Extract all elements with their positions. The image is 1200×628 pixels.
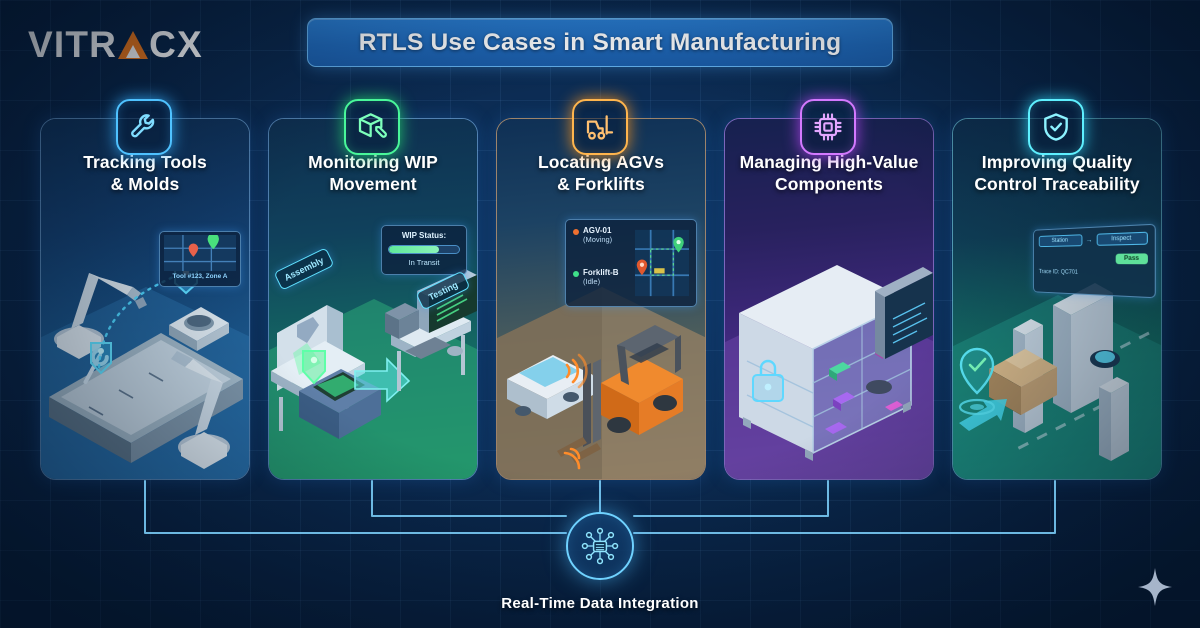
- hud-trace-arrow-icon: →: [1085, 236, 1093, 244]
- hud-asset-1-dot: [573, 229, 579, 235]
- hud-trace-caption: Trace ID: QC701: [1038, 269, 1078, 276]
- card-title-line2: Control Traceability: [974, 174, 1140, 195]
- hud-trace-node-1: Station: [1038, 234, 1082, 248]
- brand-logo: VITR CX: [28, 22, 203, 66]
- card-icon-badge-managing-components: [800, 99, 856, 155]
- hud-wip-status-title: WIP Status:: [401, 231, 447, 240]
- network-database-icon: [581, 527, 619, 565]
- hud-asset-2-state: (Idle): [583, 277, 601, 286]
- card-quality-traceability[interactable]: Improving Quality Control Traceability S…: [952, 118, 1162, 480]
- card-tracking-tools[interactable]: Tracking Tools & Molds Tool #123, Zone A: [40, 118, 250, 480]
- hud-wip-progress-track: [388, 245, 460, 254]
- card-title-managing-components: Managing High-Value Components: [725, 151, 933, 195]
- triangle-arrow-icon: [118, 29, 149, 59]
- card-title-locating-agvs: Locating AGVs & Forklifts: [497, 151, 705, 195]
- hud-map-label: Tool #123, Zone A: [172, 273, 228, 280]
- hub-node[interactable]: [566, 512, 634, 580]
- hub-caption: Real-Time Data Integration: [501, 595, 699, 612]
- hud-asset-2-name: Forklift-B: [583, 268, 619, 277]
- hud-asset-legend: AGV-01 (Moving) Forklift-B (Idle): [573, 226, 635, 300]
- wrench-icon: [131, 114, 155, 138]
- title-banner: RTLS Use Cases in Smart Manufacturing: [307, 18, 893, 67]
- hud-asset-tracker-panel: AGV-01 (Moving) Forklift-B (Idle): [565, 219, 697, 307]
- hud-tool-locator-map: Tool #123, Zone A: [159, 231, 241, 287]
- hud-trace-result-badge: Pass: [1115, 253, 1148, 265]
- card-illustration-managing-components: [725, 247, 933, 479]
- hud-wip-status-panel: WIP Status: In Transit: [381, 225, 467, 275]
- forklift-icon: [586, 115, 614, 140]
- page-title: RTLS Use Cases in Smart Manufacturing: [358, 28, 842, 56]
- hud-trace-node-2: Inspect: [1096, 231, 1148, 246]
- card-icon-badge-locating-agvs: [572, 99, 628, 155]
- brand-logo-text: VITR CX: [28, 26, 203, 63]
- brand-name-part2: CX: [149, 23, 203, 65]
- hud-asset-1-state: (Moving): [583, 235, 613, 244]
- card-icon-badge-quality-traceability: [1028, 99, 1084, 155]
- card-title-line2: & Molds: [110, 174, 180, 195]
- card-locating-agvs[interactable]: Locating AGVs & Forklifts AGV-01 (Moving…: [496, 118, 706, 480]
- card-title-line2: Movement: [329, 174, 417, 195]
- microchip-icon: [814, 113, 842, 141]
- hud-asset-1-name: AGV-01: [583, 226, 612, 235]
- hud-traceability-screen: Station → Inspect Pass Trace ID: QC701: [1033, 223, 1156, 299]
- hud-asset-map: [635, 226, 689, 300]
- card-icon-badge-monitoring-wip: [344, 99, 400, 155]
- card-managing-components[interactable]: Managing High-Value Components: [724, 118, 934, 480]
- card-title-quality-traceability: Improving Quality Control Traceability: [953, 151, 1161, 195]
- card-icon-badge-tracking-tools: [116, 99, 172, 155]
- brand-name-part1: VITR: [28, 23, 118, 65]
- box-tag-icon: [358, 113, 387, 138]
- card-title-tracking-tools: Tracking Tools & Molds: [41, 151, 249, 195]
- card-title-line2: Components: [775, 174, 883, 195]
- hud-asset-2-dot: [573, 271, 579, 277]
- shield-check-icon: [1044, 113, 1068, 141]
- hud-wip-status-value: In Transit: [408, 258, 440, 267]
- card-monitoring-wip[interactable]: Monitoring WIP Movement WIP Status: In T…: [268, 118, 478, 480]
- card-title-line2: & Forklifts: [557, 174, 645, 195]
- hud-wip-progress-fill: [389, 246, 440, 253]
- card-title-monitoring-wip: Monitoring WIP Movement: [269, 151, 477, 195]
